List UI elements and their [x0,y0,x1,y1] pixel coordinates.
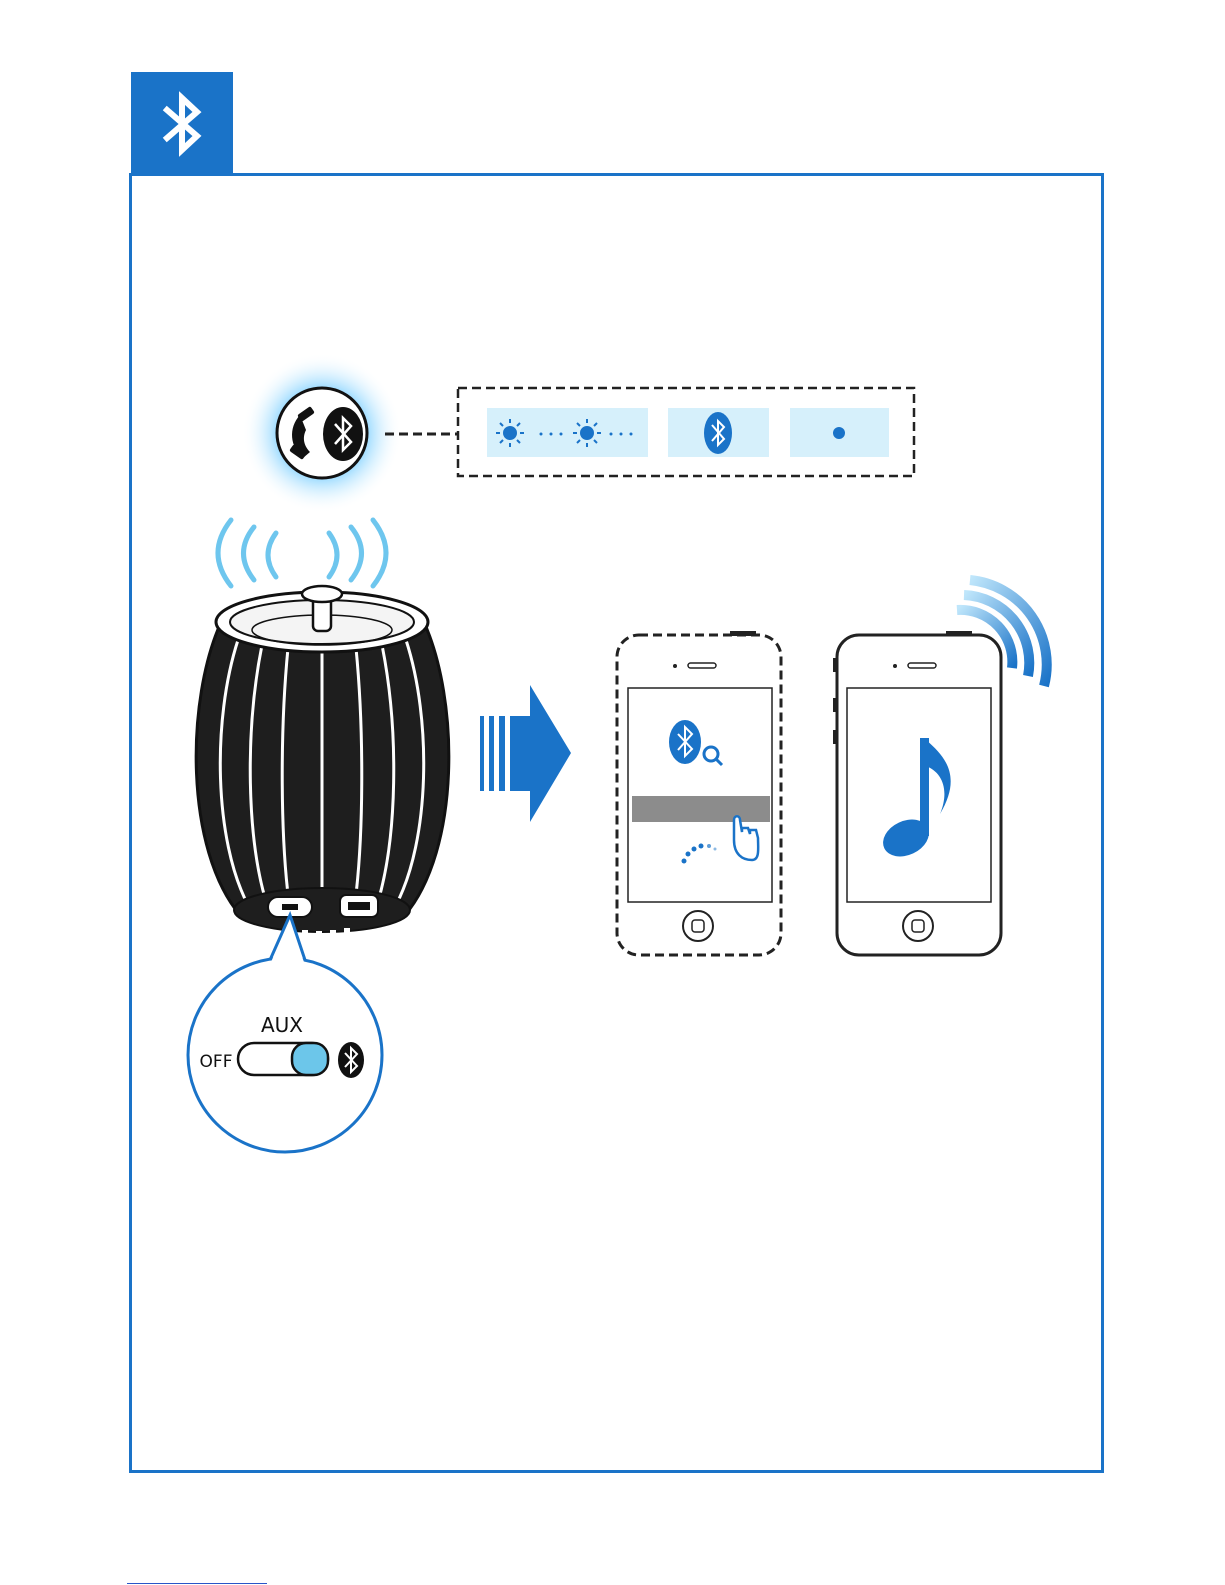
aux-label: AUX [261,1013,303,1037]
pairing-button[interactable] [242,353,402,513]
phone-playing [833,631,1001,955]
dot-icon [833,427,845,439]
off-label: OFF [200,1052,233,1072]
footer-underline [127,1583,267,1584]
device-list-item[interactable] [632,796,770,822]
switch-knob[interactable] [292,1043,328,1075]
phone-searching [617,631,781,955]
arrow-right-icon [480,685,571,822]
switch-callout: AUX OFF [188,915,382,1152]
speaker-illustration [196,586,449,939]
bluetooth-icon [323,407,363,461]
sound-waves [218,520,386,586]
led-states-box [458,388,914,476]
bluetooth-icon [704,412,732,454]
bluetooth-icon [338,1042,364,1078]
